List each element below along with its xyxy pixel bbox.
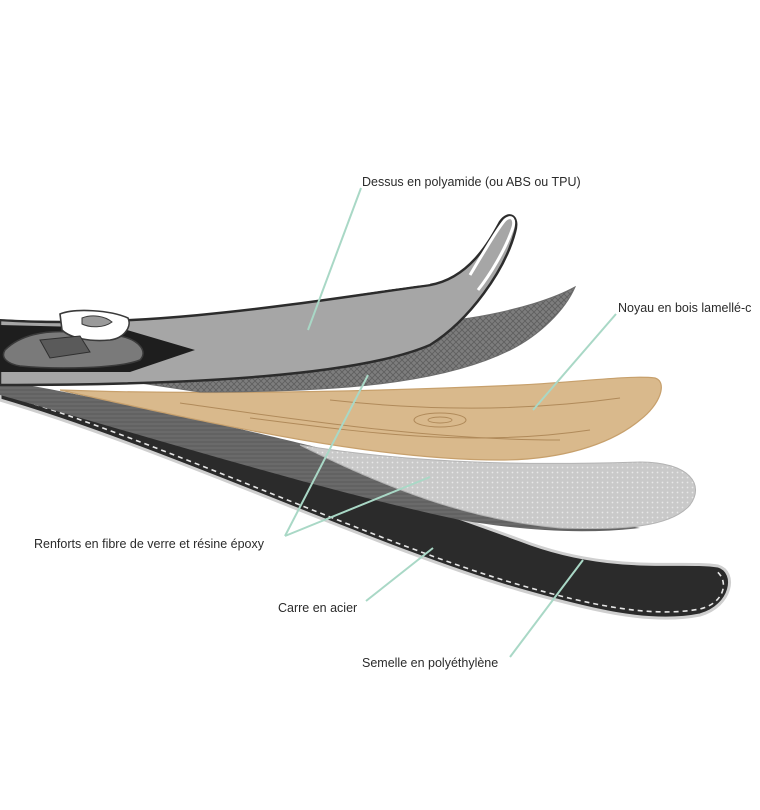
label-base: Semelle en polyéthylène bbox=[362, 656, 499, 670]
label-reinforcements: Renforts en fibre de verre et résine épo… bbox=[34, 537, 264, 551]
leader-lines bbox=[284, 187, 617, 658]
light-fibre-layer bbox=[299, 444, 696, 530]
label-steel-edges: Carre en acier bbox=[278, 601, 358, 615]
leader-top bbox=[307, 187, 362, 331]
leader-core bbox=[532, 313, 617, 411]
top-sheet-tip-loop bbox=[468, 216, 516, 291]
leader-base bbox=[509, 559, 584, 658]
leader-reinforcement-1 bbox=[284, 374, 369, 537]
binding bbox=[2, 309, 144, 369]
wood-core-layer bbox=[59, 376, 662, 461]
leader-reinforcement-2 bbox=[284, 476, 431, 537]
label-top-sheet: Dessus en polyamide (ou ABS ou TPU) bbox=[362, 175, 581, 189]
label-wood-core: Noyau en bois lamellé-c bbox=[618, 301, 752, 315]
leader-edge bbox=[365, 547, 434, 602]
